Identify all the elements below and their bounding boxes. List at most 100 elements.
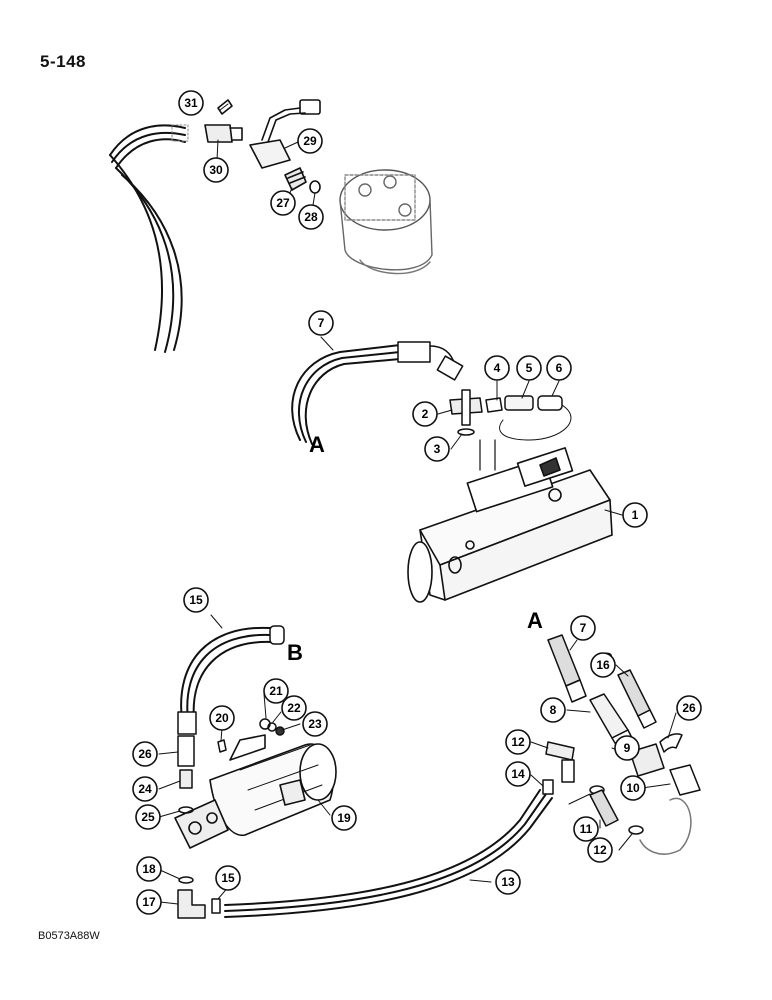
callout-25: 25 (135, 804, 161, 830)
callout-number: 30 (209, 163, 223, 177)
callout-number: 26 (138, 747, 152, 761)
callout-circle (424, 436, 450, 462)
callout-number: 7 (580, 621, 587, 635)
callout-11: 11 (573, 816, 599, 842)
callout-number: 11 (580, 822, 593, 836)
leader-lines (158, 103, 677, 905)
callout-circle (484, 355, 510, 381)
callout-circle (297, 128, 323, 154)
callout-circle (302, 711, 328, 737)
callout-24: 24 (132, 776, 158, 802)
callout-number: 1 (632, 508, 639, 522)
callout-circle (263, 678, 289, 704)
callout-circle (215, 865, 241, 891)
electric-motor (174, 734, 337, 849)
hose-end-label-b: B (287, 640, 303, 665)
callout-circle (281, 695, 307, 721)
callout-circle (308, 310, 334, 336)
callout-circle (590, 652, 616, 678)
lower-left-fittings (177, 718, 285, 919)
callout-number: 8 (550, 703, 557, 717)
callout-18: 18 (136, 856, 162, 882)
callout-number: 13 (501, 875, 515, 889)
callout-12: 12 (505, 729, 531, 755)
callout-circle (573, 816, 599, 842)
callout-circle (331, 805, 357, 831)
callout-number: 12 (511, 735, 525, 749)
callout-15: 15 (215, 865, 241, 891)
callout-circle (298, 204, 324, 230)
callout-number: 15 (189, 593, 203, 607)
callout-number: 21 (269, 684, 283, 698)
pump-fittings-2-6 (449, 389, 572, 441)
callout-number: 2 (422, 407, 429, 421)
callout-circle (676, 695, 702, 721)
callout-14: 14 (505, 761, 531, 787)
callout-number: 24 (138, 782, 152, 796)
callout-number: 29 (303, 134, 317, 148)
callout-28: 28 (298, 204, 324, 230)
callout-30: 30 (203, 157, 229, 183)
callout-1: 1 (622, 502, 648, 528)
callout-circle (135, 804, 161, 830)
callout-circle (136, 856, 162, 882)
callout-9: 9 (614, 735, 640, 761)
callout-circle (203, 157, 229, 183)
callout-5: 5 (516, 355, 542, 381)
callout-6: 6 (546, 355, 572, 381)
callout-number: 20 (215, 711, 229, 725)
callout-number: 17 (142, 895, 156, 909)
callout-circle (209, 705, 235, 731)
callout-number: 12 (593, 843, 607, 857)
callout-circle (505, 761, 531, 787)
callout-7: 7 (570, 615, 596, 641)
callout-number: 22 (287, 701, 301, 715)
callout-number: 4 (494, 361, 501, 375)
hose-end-label-a: A (309, 432, 325, 457)
callout-17: 17 (136, 889, 162, 915)
callout-7: 7 (308, 310, 334, 336)
callout-number: 23 (308, 717, 322, 731)
callout-number: 3 (434, 442, 441, 456)
callout-circle (270, 190, 296, 216)
callout-circle (620, 775, 646, 801)
callout-16: 16 (590, 652, 616, 678)
upper-long-hose (109, 124, 189, 353)
callout-circle (495, 869, 521, 895)
callout-26: 26 (132, 741, 158, 767)
callout-number: 6 (556, 361, 563, 375)
callout-29: 29 (297, 128, 323, 154)
callout-21: 21 (263, 678, 289, 704)
callout-circle (516, 355, 542, 381)
callout-circle (546, 355, 572, 381)
callout-20: 20 (209, 705, 235, 731)
hose-7-upper (291, 341, 464, 445)
callout-circle (540, 697, 566, 723)
callout-4: 4 (484, 355, 510, 381)
steering-valve-body (339, 169, 433, 275)
callout-23: 23 (302, 711, 328, 737)
callout-number: 27 (276, 196, 290, 210)
callout-15: 15 (183, 587, 209, 613)
hydraulic-pump (407, 439, 613, 603)
callout-26: 26 (676, 695, 702, 721)
callout-circle (587, 837, 613, 863)
callout-number: 15 (221, 871, 235, 885)
callout-number: 5 (526, 361, 533, 375)
callout-22: 22 (281, 695, 307, 721)
callout-number: 9 (624, 741, 631, 755)
callout-10: 10 (620, 775, 646, 801)
callout-circle (178, 90, 204, 116)
callout-circle (622, 502, 648, 528)
callout-12: 12 (587, 837, 613, 863)
callout-circle (183, 587, 209, 613)
callout-circle (614, 735, 640, 761)
callout-31: 31 (178, 90, 204, 116)
lower-right-fittings (542, 634, 701, 855)
callout-number: 18 (142, 862, 156, 876)
hose-end-label-a: A (527, 608, 543, 633)
callout-number: 14 (511, 767, 525, 781)
callout-circle (505, 729, 531, 755)
